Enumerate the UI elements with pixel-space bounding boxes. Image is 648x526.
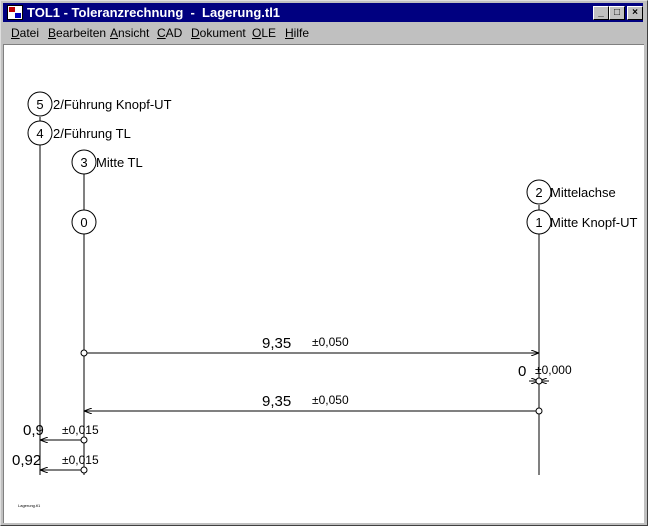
node-5[interactable]: 5 2/Führung Knopf-UT [27,91,172,117]
node-label: Mitte Knopf-UT [550,215,637,230]
dimension-value: 0 [518,363,526,380]
tolerance-chain-drawing[interactable]: 5 2/Führung Knopf-UT 4 2/Führung TL 3 Mi… [4,45,644,523]
dimension-1[interactable]: 9,35 ±0,050 [80,335,539,357]
menu-hilfe[interactable]: Hilfe [285,26,310,40]
dimension-start-point [80,436,88,444]
drawing-canvas[interactable]: 5 2/Führung Knopf-UT 4 2/Führung TL 3 Mi… [3,44,644,523]
node-circle [71,209,97,235]
node-3[interactable]: 3 Mitte TL [71,149,143,175]
node-circle [526,209,552,235]
node-1[interactable]: 1 Mitte Knopf-UT [526,209,637,235]
dimension-4[interactable]: 0,9 ±0,015 [23,422,99,444]
menu-cad[interactable]: CAD [157,26,183,40]
dimension-value: 0,9 [23,422,44,439]
minimize-button[interactable]: _ [593,6,609,20]
title-bar[interactable]: TOL1 - Toleranzrechnung - Lagerung.tl1 _… [3,3,643,22]
dimension-start-point [80,466,88,474]
node-circle [71,149,97,175]
dimension-value: 9,35 [262,393,291,410]
node-2[interactable]: 2 Mittelachse [526,179,616,205]
node-circle [27,91,53,117]
node-0[interactable]: 0 [71,209,97,235]
node-label: Mittelachse [550,185,616,200]
node-id: 5 [36,97,43,112]
dimension-tolerance: ±0,050 [312,393,349,407]
dimension-tolerance: ±0,015 [62,453,99,467]
node-4[interactable]: 4 2/Führung TL [27,120,131,146]
node-id: 0 [80,215,87,230]
node-circle [27,120,53,146]
menu-dokument[interactable]: Dokument [191,26,246,40]
maximize-button[interactable]: □ [609,6,625,20]
node-id: 4 [36,126,43,141]
node-id: 3 [80,155,87,170]
node-label: 2/Führung TL [53,126,131,141]
dimension-2[interactable]: 0 ±0,000 [518,363,572,385]
node-id: 2 [535,185,542,200]
menu-bar: Datei Bearbeiten Ansicht CAD Dokument OL… [3,23,643,42]
node-id: 1 [535,215,542,230]
menu-ansicht[interactable]: Ansicht [110,26,150,40]
dimension-tolerance: ±0,050 [312,335,349,349]
dimension-start-point [535,407,543,415]
dimension-5[interactable]: 0,92 ±0,015 [12,452,99,474]
window-title: TOL1 - Toleranzrechnung - Lagerung.tl1 [27,5,281,20]
menu-ole[interactable]: OLE [252,26,277,40]
node-label: 2/Führung Knopf-UT [53,97,172,112]
dimension-tolerance: ±0,000 [535,363,572,377]
node-circle [526,179,552,205]
dimension-tolerance: ±0,015 [62,423,99,437]
dimension-start-point [80,349,88,357]
drawing-footer-text: Lagerung.tl1 [18,503,41,508]
dimension-start-point [535,377,543,385]
node-label: Mitte TL [96,155,143,170]
dimension-value: 9,35 [262,335,291,352]
close-button[interactable]: × [627,6,643,20]
dimension-value: 0,92 [12,452,41,469]
menu-bearbeiten[interactable]: Bearbeiten [48,26,107,40]
app-icon[interactable] [7,5,23,20]
dimension-3[interactable]: 9,35 ±0,050 [84,393,543,415]
menu-datei[interactable]: Datei [11,26,40,40]
